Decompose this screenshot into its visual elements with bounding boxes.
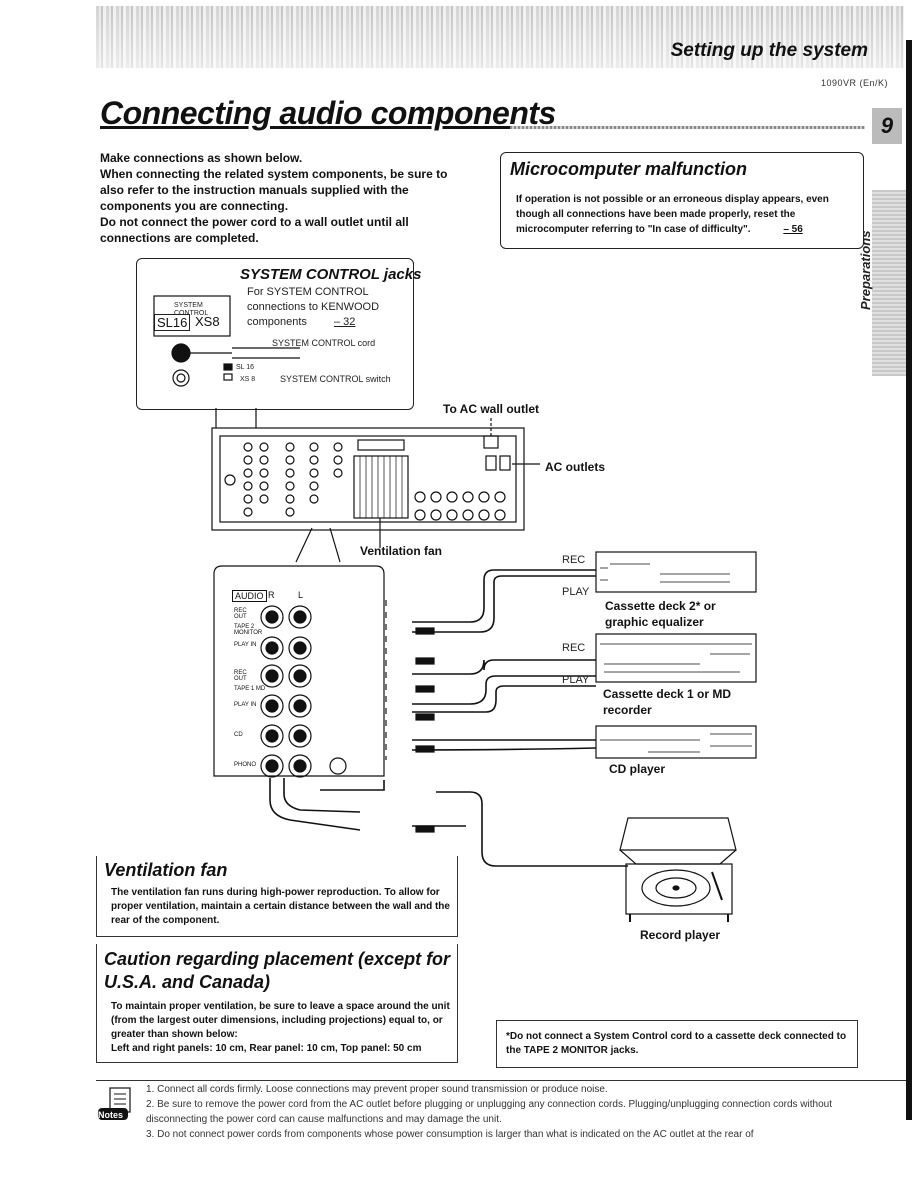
rca-plugs	[415, 627, 435, 833]
ventilation-box	[96, 856, 458, 937]
receiver-rear-panel	[211, 427, 525, 531]
notes-rule	[96, 1080, 906, 1081]
tape-note-box	[496, 1020, 858, 1068]
speaker-terminals	[414, 491, 506, 521]
callout-pointer	[215, 408, 257, 428]
intro-line: Make connections as shown below.	[100, 151, 303, 165]
system-control-jack-1	[171, 343, 191, 363]
ventilation-fan-grille	[353, 455, 409, 519]
ventilation-text: The ventilation fan runs during high-pow…	[111, 887, 450, 926]
jack-row-label: TAPE 2 MONITOR	[234, 624, 263, 636]
audio-jack-panel	[213, 565, 385, 777]
system-control-cord-label: SYSTEM CONTROL cord	[272, 338, 376, 348]
caution-title: Caution regarding placement (except for …	[104, 949, 451, 992]
rec-label-2: REC	[562, 642, 586, 654]
play-label-2: PLAY	[562, 674, 590, 686]
caution-body: To maintain proper ventilation, be sure …	[111, 1001, 450, 1040]
ventilation-title: Ventilation fan	[104, 860, 228, 880]
page-title: Connecting audio components	[100, 95, 556, 131]
microcomputer-page-ref: – 56	[783, 224, 803, 235]
jack-row-label: PHONO	[234, 762, 257, 768]
ac-wall-label: To AC wall outlet	[443, 402, 539, 416]
note-item: 1. Connect all cords firmly. Loose conne…	[146, 1084, 608, 1095]
caution-box	[96, 944, 458, 1063]
left-channel-label: L	[298, 590, 304, 600]
jack-row-label: REC OUT	[234, 608, 247, 620]
system-control-title: SYSTEM CONTROL jacks	[240, 266, 422, 283]
jack-row-label: PLAY IN	[234, 702, 257, 708]
audio-cables	[269, 569, 628, 867]
model-code: 1090VR (En/K)	[820, 78, 888, 88]
cassette-deck-2-label: Cassette deck 2* or graphic equalizer	[605, 599, 716, 629]
record-player-label: Record player	[640, 928, 721, 942]
zoom-lines	[295, 527, 341, 563]
jack-row-label: TAPE 1 MD	[234, 686, 266, 692]
jack-row-label: REC OUT	[234, 670, 247, 682]
ac-outlet-2	[499, 455, 511, 471]
ventilation-fan-label: Ventilation fan	[360, 544, 443, 558]
jack-row-label: PLAY IN	[234, 642, 257, 648]
system-control-panel-label: SYSTEM CONTROL	[174, 302, 209, 317]
right-channel-label: R	[268, 590, 275, 600]
turntable-lid	[619, 817, 737, 851]
receiver-inner	[219, 435, 517, 523]
rear-jack-grid	[224, 442, 343, 517]
cassette-deck-1-label: Cassette deck 1 or MD recorder	[603, 687, 732, 717]
switch-icon-2	[223, 373, 233, 381]
microcomputer-box	[500, 152, 864, 249]
ac-outlets-label: AC outlets	[545, 460, 605, 474]
system-control-desc-text: For SYSTEM CONTROL connections to KENWOO…	[247, 286, 380, 328]
caution-dims: Left and right panels: 10 cm, Rear panel…	[111, 1043, 422, 1054]
system-control-desc: For SYSTEM CONTROL connections to KENWOO…	[247, 285, 407, 330]
page-number: 9	[872, 108, 902, 144]
ac-cord-plug	[483, 435, 499, 449]
rec-label-1: REC	[562, 554, 586, 566]
header-band-fade	[96, 6, 904, 68]
title-rule	[510, 126, 865, 129]
cd-player	[595, 725, 757, 759]
note-item: 2. Be sure to remove the power cord from…	[146, 1099, 832, 1125]
microcomputer-title: Microcomputer malfunction	[510, 159, 748, 179]
intro-line: Do not connect the power cord to a wall …	[100, 215, 409, 245]
switch-icon	[223, 363, 233, 371]
section-title: Setting up the system	[670, 40, 868, 61]
switch-xs8: XS8	[195, 314, 220, 329]
system-control-panel	[153, 295, 231, 337]
top-connector	[357, 439, 405, 451]
system-control-jack-2	[172, 369, 190, 387]
system-control-switch-label: SYSTEM CONTROL switch	[280, 374, 391, 384]
turntable-platter	[641, 869, 711, 907]
ac-outlet-1	[485, 455, 497, 471]
switch-option-sl16: SL 16	[236, 364, 255, 371]
notes-icon-label: Notes	[98, 1110, 124, 1120]
system-control-jack-2-inner	[176, 373, 186, 383]
caution-text: To maintain proper ventilation, be sure …	[111, 1000, 451, 1056]
turntable-hinge	[619, 849, 737, 865]
notes-icon	[98, 1087, 131, 1120]
intro-text: Make connections as shown below. When co…	[100, 150, 470, 246]
system-control-box	[136, 258, 414, 410]
note-item: 3. Do not connect power cords from compo…	[146, 1129, 754, 1140]
notes-list: 1. Connect all cords firmly. Loose conne…	[146, 1082, 866, 1142]
turntable-body	[625, 863, 733, 915]
play-label-1: PLAY	[562, 586, 590, 598]
intro-line: When connecting the related system compo…	[100, 167, 448, 213]
system-control-page-ref: – 32	[334, 316, 356, 328]
microcomputer-text: If operation is not possible or an erron…	[516, 192, 856, 237]
cd-player-label: CD player	[609, 762, 666, 776]
rca-jacks	[260, 605, 347, 778]
audio-label: AUDIO	[232, 590, 267, 602]
microcomputer-body: If operation is not possible or an erron…	[516, 194, 829, 235]
jack-row-label: CD	[234, 732, 243, 738]
system-control-cord	[190, 347, 300, 359]
cassette-deck-1	[595, 633, 757, 683]
page-edge	[906, 40, 912, 1120]
switch-option-xs8: XS 8	[240, 376, 256, 383]
cassette-deck-2	[595, 551, 757, 593]
tape-note: *Do not connect a System Control cord to…	[506, 1031, 847, 1056]
side-tab	[872, 190, 906, 376]
